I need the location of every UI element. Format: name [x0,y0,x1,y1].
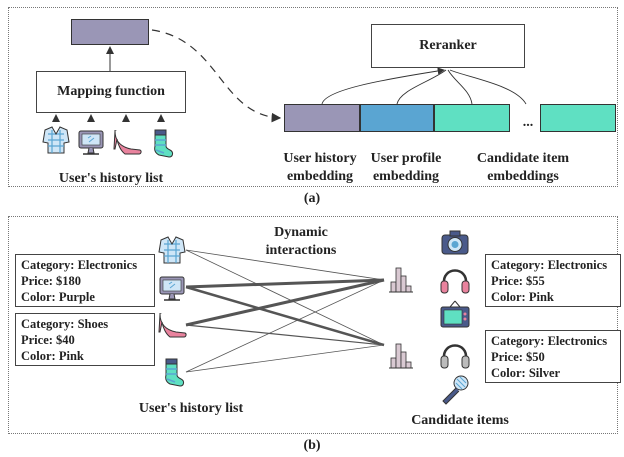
history-card-electronics: Category: Electronics Price: $180 Color:… [15,254,155,307]
mapped-embedding-bar [71,19,149,45]
panel-a-frame [8,7,618,187]
histogram-icon [388,343,414,369]
history-card-shoes: Category: Shoes Price: $40 Color: Pink [15,313,155,366]
arrow-candidate-2-to-reranker [449,69,527,105]
user-history-embedding-bar [284,104,360,132]
headphones-icon [439,344,471,370]
headphones-icon [439,269,471,295]
candidate-embedding-bar-1 [434,104,510,132]
user-profile-embedding-bar [360,104,434,132]
mapping-function-label: Mapping function [57,84,165,99]
history-list-label-a: User's history list [58,171,164,186]
reranker-label: Reranker [419,38,477,53]
embedding-ellipsis: ... [522,115,534,130]
monitor-icon [78,130,104,155]
caption-b: (b) [303,438,321,453]
candidate-card-1: Category: Electronics Price: $55 Color: … [485,254,621,307]
camera-icon [441,230,469,255]
arrow-profile-embedding-to-reranker [396,69,447,105]
history-list-label-b: User's history list [138,401,244,416]
panel-b-frame [8,216,618,434]
sock-icon [153,129,174,158]
high-heel-icon [113,129,142,155]
sock-icon [164,358,185,387]
candidate-embedding-bar-2 [540,104,616,132]
caption-a: (a) [303,191,321,206]
high-heel-icon [158,312,187,338]
arrow-candidate-1-to-reranker [447,69,473,105]
shirt-icon [158,236,186,264]
monitor-icon [159,276,185,301]
arrow-history-embedding-to-reranker [321,67,445,105]
histogram-icon [388,267,414,293]
mapping-function-box: Mapping function [36,71,186,113]
microphone-icon [442,375,469,405]
interaction-lines [185,249,385,373]
tv-icon [440,300,470,328]
reranker-box: Reranker [371,24,525,68]
shirt-icon [42,126,70,154]
candidate-items-label: Candidate items [411,413,509,428]
candidate-card-2: Category: Electronics Price: $50 Color: … [485,330,621,383]
dashed-arrow-mapped-to-history-embedding [151,29,282,123]
